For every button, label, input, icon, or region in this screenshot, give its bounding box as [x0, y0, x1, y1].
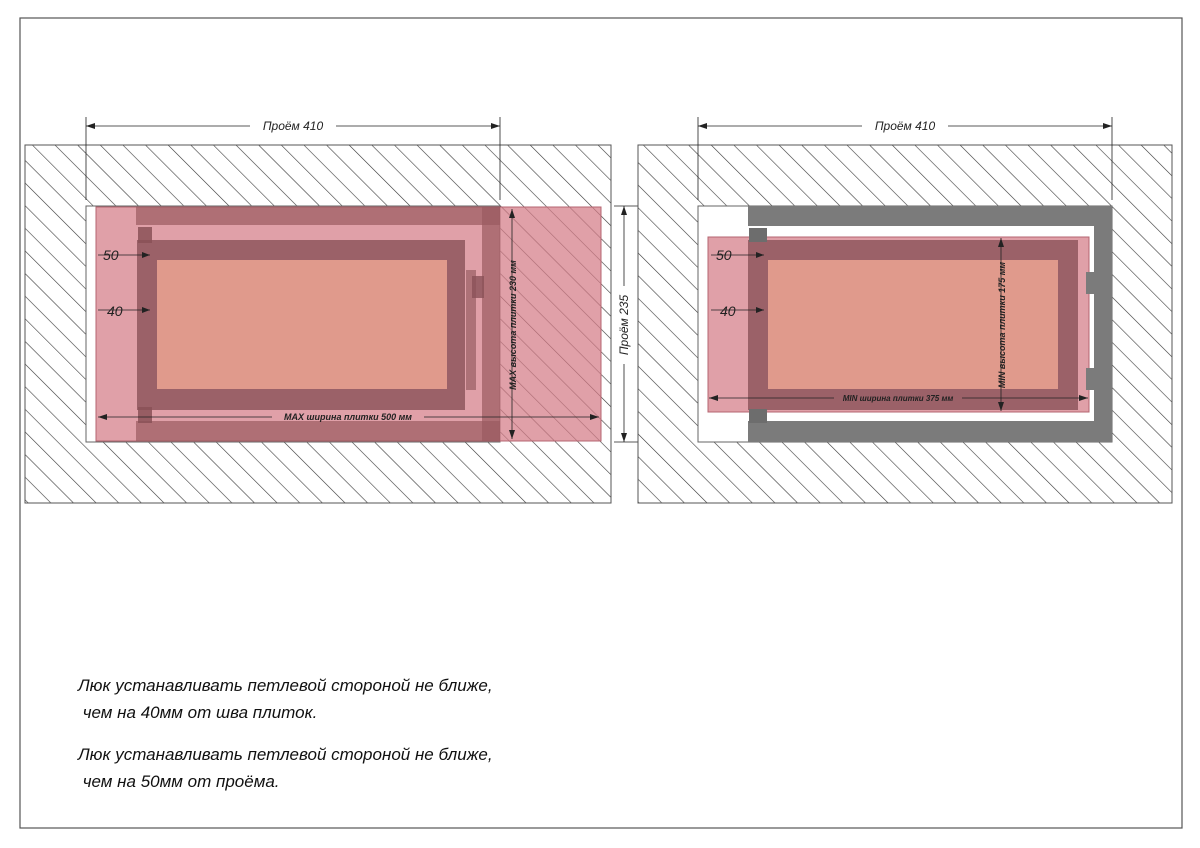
hinge-bottom: [749, 409, 767, 423]
min-width-label: MIN ширина плитки 375 мм: [843, 394, 954, 403]
steel-frame-bottom: [748, 421, 1112, 442]
max-width-label: MAX ширина плитки 500 мм: [284, 412, 412, 422]
arrow-w-right: [1079, 395, 1088, 401]
steel-frame-right: [1094, 206, 1112, 442]
arrow-right: [1103, 123, 1112, 129]
note-1-line-2: чем на 40мм от шва плиток.: [78, 703, 318, 722]
hinge-top: [749, 228, 767, 242]
latch-top: [1086, 272, 1096, 294]
arrow-40: [142, 307, 150, 313]
lock-latch: [472, 276, 484, 298]
arrow-w-right: [590, 414, 599, 420]
arrow-40: [756, 307, 764, 313]
arrow-w-left: [709, 395, 718, 401]
arrow-right: [491, 123, 500, 129]
arrow-down: [998, 402, 1004, 411]
arrow-h-top: [621, 206, 627, 215]
offset-top-label: 50: [716, 247, 732, 263]
note-2-line-1: Люк устанавливать петлевой стороной не б…: [78, 745, 493, 764]
arrow-left: [86, 123, 95, 129]
opening-height-label: Проём 235: [617, 295, 631, 356]
arrow-up: [509, 209, 515, 218]
hatch-frame-bottom: [136, 421, 500, 441]
arrow-down: [509, 430, 515, 439]
hinge-bottom: [138, 407, 152, 423]
opening-width-label: Проём 410: [875, 119, 936, 133]
left-drawing: Проём 410 50 40 MAX высота плитки 230 мм…: [24, 117, 612, 504]
latch-bottom: [1086, 368, 1096, 390]
hinge-top: [138, 227, 152, 243]
arrow-50: [756, 252, 764, 258]
arrow-50: [142, 252, 150, 258]
door-inner-panel: [768, 260, 1058, 389]
lock-tab: [466, 270, 476, 390]
page-border: [19, 17, 1183, 829]
installation-note-2: Люк устанавливать петлевой стороной не б…: [78, 741, 493, 795]
arrow-left: [698, 123, 707, 129]
door-inner-panel: [157, 260, 447, 389]
arrow-up: [998, 238, 1004, 247]
note-1-line-1: Люк устанавливать петлевой стороной не б…: [78, 676, 493, 695]
min-height-label: MIN высота плитки 175 мм: [997, 262, 1007, 388]
right-drawing: Проём 410 50 40 MIN высота плитки 175 мм…: [637, 117, 1173, 504]
offset-bottom-label: 40: [720, 303, 736, 319]
offset-top-label: 50: [103, 247, 119, 263]
arrow-h-bottom: [621, 433, 627, 442]
opening-width-label: Проём 410: [263, 119, 324, 133]
hatch-frame-right: [482, 207, 500, 441]
max-height-label: MAX высота плитки 230 мм: [508, 260, 518, 390]
note-2-line-2: чем на 50мм от проёма.: [78, 772, 280, 791]
arrow-w-left: [98, 414, 107, 420]
installation-note-1: Люк устанавливать петлевой стороной не б…: [78, 672, 493, 726]
hatch-frame-top: [136, 207, 500, 225]
offset-bottom-label: 40: [107, 303, 123, 319]
steel-frame-top: [748, 206, 1112, 226]
